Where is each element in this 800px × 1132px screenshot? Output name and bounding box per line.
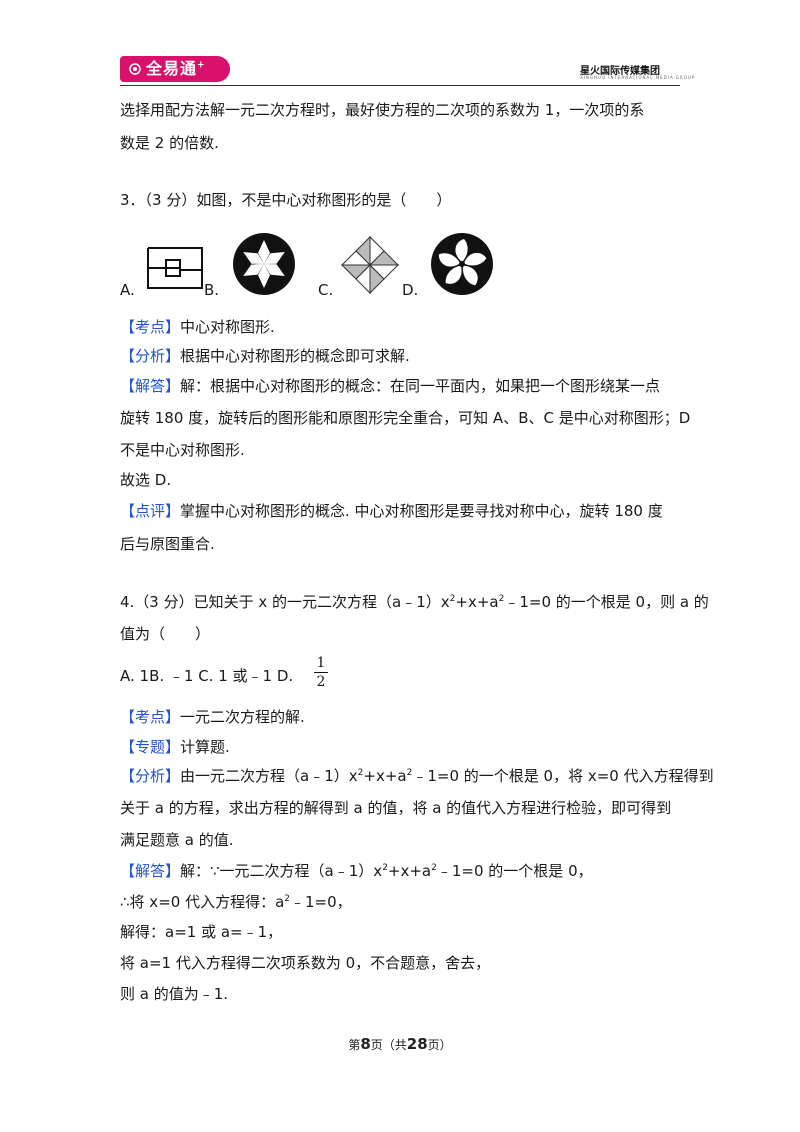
q3-option-a: A. xyxy=(120,281,135,299)
header-divider xyxy=(120,85,680,86)
q3-dianping-text-1: 掌握中心对称图形的概念. 中心对称图形是要寻找对称中心，旋转 180 度 xyxy=(180,502,663,520)
q3-jieda-line-2: 旋转 180 度，旋转后的图形能和原图形完全重合，可知 A、B、C 是中心对称图… xyxy=(120,409,691,427)
total-page-count: 28 xyxy=(406,1035,428,1053)
q3-jieda-line-3: 不是中心对称图形. xyxy=(120,441,245,459)
q4-fenxi-part-a: 由一元二次方程（a﹣1）x xyxy=(180,767,358,785)
q4-jieda2-part-a: ∴将 x=0 代入方程得：a xyxy=(120,893,285,911)
q4-stem-part-b: +x+a xyxy=(455,593,499,611)
q3-kaodian-text: 中心对称图形. xyxy=(180,318,275,336)
superscript-2: 2 xyxy=(284,894,290,904)
q4-jieda-part-b: +x+a xyxy=(387,862,432,880)
figure-a-steps xyxy=(147,247,203,289)
q4-jieda-line-3: 解得：a=1 或 a=﹣1， xyxy=(120,923,283,941)
superscript-2: 2 xyxy=(406,768,413,778)
tag-kaodian: 【考点】 xyxy=(120,318,181,336)
superscript-2: 2 xyxy=(498,594,505,604)
fraction-numerator: 1 xyxy=(316,655,326,671)
q4-options: A. 1B. ﹣1 C. 1 或﹣1 D. xyxy=(120,667,294,685)
intro-line-1: 选择用配方法解一元二次方程时，最好使方程的二次项的系数为 1，一次项的系 xyxy=(120,101,645,119)
tag-zhuanti: 【专题】 xyxy=(120,738,181,756)
tag-fenxi: 【分析】 xyxy=(120,347,181,365)
figure-d-bauhinia-circle xyxy=(431,233,493,295)
q4-fenxi-part-b: +x+a xyxy=(363,767,407,785)
q4-fenxi: 【分析】由一元二次方程（a﹣1）x2+x+a2﹣1=0 的一个根是 0，将 x=… xyxy=(120,766,714,786)
figure-c-pinwheel xyxy=(340,235,400,295)
q4-stem-part-a: 4.（3 分）已知关于 x 的一元二次方程（a﹣1）x xyxy=(120,593,450,611)
tag-fenxi: 【分析】 xyxy=(120,767,181,785)
superscript-2: 2 xyxy=(357,768,364,778)
tag-jieda: 【解答】 xyxy=(120,377,181,395)
q3-fenxi-text: 根据中心对称图形的概念即可求解. xyxy=(180,347,410,365)
q4-jieda-line-2: ∴将 x=0 代入方程得：a2﹣1=0， xyxy=(120,892,352,912)
q3-jieda: 【解答】解：根据中心对称图形的概念：在同一平面内，如果把一个图形绕某一点 xyxy=(120,376,660,396)
tag-kaodian: 【考点】 xyxy=(120,708,181,726)
superscript-2: 2 xyxy=(431,863,437,873)
q3-dianping: 【点评】掌握中心对称图形的概念. 中心对称图形是要寻找对称中心，旋转 180 度 xyxy=(120,501,663,521)
q4-kaodian-text: 一元二次方程的解. xyxy=(180,708,305,726)
q3-dianping-line-2: 后与原图重合. xyxy=(120,535,215,553)
page-footer: 第8页（共28页） xyxy=(0,1035,800,1053)
superscript-2: 2 xyxy=(449,594,456,604)
q4-zhuanti-text: 计算题. xyxy=(180,738,230,756)
q3-kaodian: 【考点】中心对称图形. xyxy=(120,317,275,337)
brand-logo: 全易通+ xyxy=(120,56,230,82)
q3-fenxi: 【分析】根据中心对称图形的概念即可求解. xyxy=(120,346,410,366)
q4-jieda: 【解答】解：∵一元二次方程（a﹣1）x2+x+a2﹣1=0 的一个根是 0， xyxy=(120,861,593,881)
fraction-bar xyxy=(314,672,328,673)
q4-stem-part-c: ﹣1=0 的一个根是 0，则 a 的 xyxy=(504,593,709,611)
superscript-2: 2 xyxy=(382,863,388,873)
q4-jieda-line-4: 将 a=1 代入方程得二次项系数为 0，不合题意，舍去， xyxy=(120,954,491,972)
company-subtitle: XINGHUO INTERNATIONAL MEDIA GROUP xyxy=(580,75,696,80)
tag-dianping: 【点评】 xyxy=(120,502,181,520)
q4-kaodian: 【考点】一元二次方程的解. xyxy=(120,707,305,727)
company-name: 星火国际传媒集团 xyxy=(580,66,660,77)
q4-jieda2-part-b: ﹣1=0， xyxy=(290,893,352,911)
q4-fenxi-part-c: ﹣1=0 的一个根是 0，将 x=0 代入方程得到 xyxy=(412,767,714,785)
q3-option-d: D. xyxy=(402,281,419,299)
figure-b-flower-circle xyxy=(233,233,295,295)
fraction-denominator: 2 xyxy=(316,674,326,690)
q4-stem-1: 4.（3 分）已知关于 x 的一元二次方程（a﹣1）x2+x+a2﹣1=0 的一… xyxy=(120,592,709,612)
q4-fenxi-line-3: 满足题意 a 的值. xyxy=(120,831,234,849)
logo-plus: + xyxy=(197,60,206,71)
q3-option-c: C. xyxy=(318,281,334,299)
footer-post: 页） xyxy=(427,1038,452,1052)
q4-jieda-part-a: 解：∵一元二次方程（a﹣1）x xyxy=(180,862,383,880)
q4-jieda-part-c: ﹣1=0 的一个根是 0， xyxy=(436,862,593,880)
q4-fenxi-line-2: 关于 a 的方程，求出方程的解得到 a 的值，将 a 的值代入方程进行检验，即可… xyxy=(120,799,672,817)
q3-choose: 故选 D. xyxy=(120,471,172,489)
logo-text: 全易通 xyxy=(146,59,198,78)
swirl-icon xyxy=(129,63,141,75)
tag-jieda: 【解答】 xyxy=(120,862,181,880)
q4-zhuanti: 【专题】计算题. xyxy=(120,737,230,757)
footer-mid: 页（共 xyxy=(370,1038,407,1052)
q3-stem: 3．（3 分）如图，不是中心对称图形的是（ ） xyxy=(120,191,452,209)
q3-option-b: B. xyxy=(204,281,220,299)
fraction-one-half: 1 2 xyxy=(314,655,328,690)
q4-stem-2: 值为（ ） xyxy=(120,625,211,643)
intro-line-2: 数是 2 的倍数. xyxy=(120,134,219,152)
q4-jieda-line-5: 则 a 的值为﹣1. xyxy=(120,985,229,1003)
footer-pre: 第 xyxy=(348,1038,361,1052)
q3-jieda-text-1: 解：根据中心对称图形的概念：在同一平面内，如果把一个图形绕某一点 xyxy=(180,377,661,395)
current-page-number: 8 xyxy=(360,1035,371,1053)
